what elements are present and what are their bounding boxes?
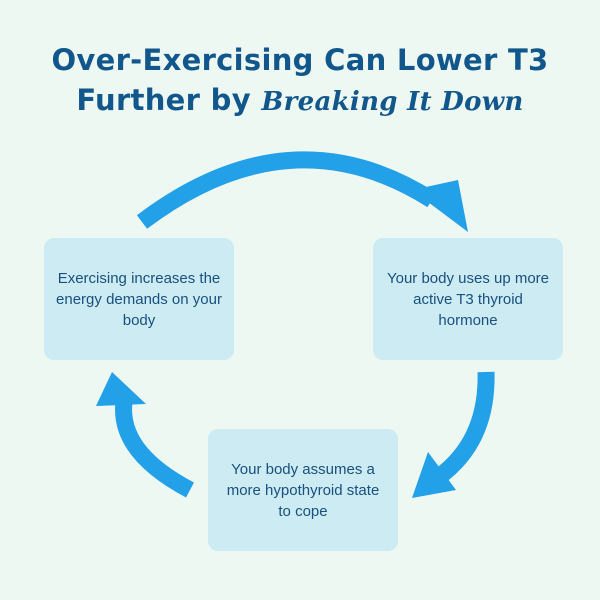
diagram-title: Over-Exercising Can Lower T3 Further by … [0, 40, 600, 122]
step-box-exercise: Exercising increases the energy demands … [44, 238, 234, 360]
arrow-right [434, 371, 495, 483]
step-box-hypothyroid: Your body assumes a more hypothyroid sta… [208, 429, 398, 551]
step-text: Your body assumes a more hypothyroid sta… [226, 460, 380, 520]
title-line-1: Over-Exercising Can Lower T3 [51, 43, 549, 77]
title-line-2: Further by Breaking It Down [0, 80, 600, 122]
arrow-left [115, 400, 195, 498]
title-plain: Further by [76, 83, 251, 117]
step-text: Exercising increases the energy demands … [56, 269, 222, 329]
step-text: Your body uses up more active T3 thyroid… [386, 269, 550, 329]
arrowhead-right [412, 452, 456, 498]
arrow-top [136, 151, 437, 229]
arrowhead-left [96, 372, 146, 406]
arrowhead-top [412, 180, 468, 232]
step-box-t3-usage: Your body uses up more active T3 thyroid… [373, 238, 563, 360]
title-script: Breaking It Down [261, 87, 524, 117]
